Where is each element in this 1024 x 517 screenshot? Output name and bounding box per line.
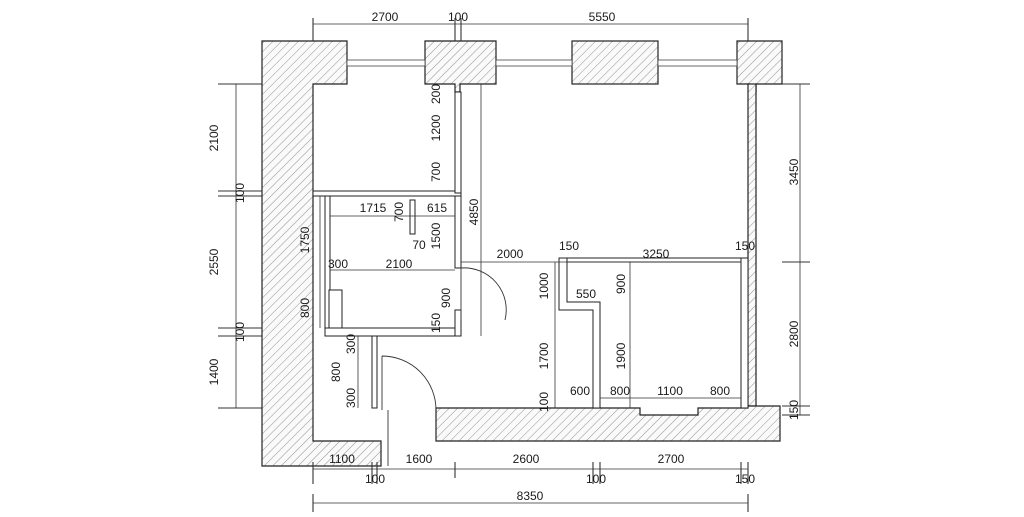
partition-vertical-main bbox=[454, 91, 462, 194]
dim-1715: 1715 bbox=[360, 201, 387, 215]
dim-700b: 700 bbox=[392, 202, 406, 222]
dim-150c: 150 bbox=[429, 313, 443, 333]
window-middle bbox=[495, 59, 573, 67]
dim-bottom-2700: 2700 bbox=[658, 452, 685, 466]
dim-1900: 1900 bbox=[614, 342, 628, 369]
dim-left-100a: 100 bbox=[233, 183, 247, 203]
dim-top-100: 100 bbox=[448, 10, 468, 24]
dim-left-100b: 100 bbox=[233, 322, 247, 342]
dim-2000: 2000 bbox=[497, 247, 524, 261]
exterior-walls bbox=[261, 40, 783, 467]
dim-left-2100: 2100 bbox=[207, 124, 221, 151]
dim-bottom-total: 8350 bbox=[517, 489, 544, 503]
dim-300b: 300 bbox=[344, 334, 358, 354]
niche-partition bbox=[558, 257, 601, 409]
dim-615: 615 bbox=[427, 201, 447, 215]
dim-bottom-2600: 2600 bbox=[513, 452, 540, 466]
dim-left-1400: 1400 bbox=[207, 358, 221, 385]
dim-800a: 800 bbox=[298, 298, 312, 318]
dim-300a: 300 bbox=[328, 257, 348, 271]
bathroom-inner-wall bbox=[409, 199, 416, 235]
dim-top-2700: 2700 bbox=[372, 10, 399, 24]
dim-100: 100 bbox=[537, 392, 551, 412]
dim-800d: 800 bbox=[710, 384, 730, 398]
dim-70: 70 bbox=[412, 238, 426, 252]
window-left bbox=[346, 59, 426, 67]
dim-left-inner-1750: 1750 bbox=[298, 226, 312, 253]
dim-left-2550: 2550 bbox=[207, 248, 221, 275]
door-bathroom bbox=[460, 267, 507, 321]
dim-900b: 900 bbox=[614, 274, 628, 294]
dim-bottom-1100: 1100 bbox=[329, 452, 355, 466]
dim-800c: 800 bbox=[610, 384, 630, 398]
partitions bbox=[312, 91, 749, 409]
dim-right-150: 150 bbox=[787, 400, 801, 420]
dim-800b: 800 bbox=[329, 362, 343, 382]
dim-top-5550: 5550 bbox=[589, 10, 616, 24]
partition-top-left bbox=[312, 190, 462, 197]
doors bbox=[381, 267, 507, 466]
dim-2100: 2100 bbox=[386, 257, 413, 271]
dimension-lines bbox=[218, 18, 810, 512]
hall-partition bbox=[371, 335, 378, 409]
dim-900a: 900 bbox=[439, 288, 453, 308]
dimension-labels: 2700 100 5550 2100 100 2550 100 1400 175… bbox=[207, 10, 801, 503]
dim-bottom-100b: 100 bbox=[586, 472, 606, 486]
dim-150a: 150 bbox=[559, 239, 579, 253]
dim-700a: 700 bbox=[429, 162, 443, 182]
dim-right-2800: 2800 bbox=[787, 320, 801, 347]
dim-1500: 1500 bbox=[429, 222, 443, 249]
partition-vertical-lower bbox=[454, 195, 462, 269]
dim-1000: 1000 bbox=[537, 272, 551, 299]
dim-150b: 150 bbox=[735, 239, 755, 253]
dim-bottom-100a: 100 bbox=[365, 472, 385, 486]
partition-stub bbox=[454, 309, 462, 337]
dim-550: 550 bbox=[576, 287, 596, 301]
dim-1700: 1700 bbox=[537, 342, 551, 369]
bathroom-fixture bbox=[328, 289, 343, 329]
top-right-corner bbox=[736, 40, 783, 93]
dim-200: 200 bbox=[429, 84, 443, 104]
door-entrance bbox=[381, 355, 437, 411]
dim-1100: 1100 bbox=[657, 384, 683, 398]
dim-right-3450: 3450 bbox=[787, 158, 801, 185]
dim-3250: 3250 bbox=[643, 247, 670, 261]
windows bbox=[346, 59, 738, 67]
left-wall bbox=[261, 40, 382, 467]
dim-4850: 4850 bbox=[467, 198, 481, 225]
right-room-wall bbox=[740, 257, 749, 409]
dim-300c: 300 bbox=[344, 388, 358, 408]
dim-bottom-150: 150 bbox=[735, 472, 755, 486]
bottom-wall-right bbox=[435, 405, 781, 442]
window-right bbox=[657, 59, 738, 67]
top-pier-right-middle bbox=[571, 40, 659, 85]
dim-bottom-1600: 1600 bbox=[406, 452, 433, 466]
dim-1200: 1200 bbox=[429, 114, 443, 141]
dim-600: 600 bbox=[570, 384, 590, 398]
